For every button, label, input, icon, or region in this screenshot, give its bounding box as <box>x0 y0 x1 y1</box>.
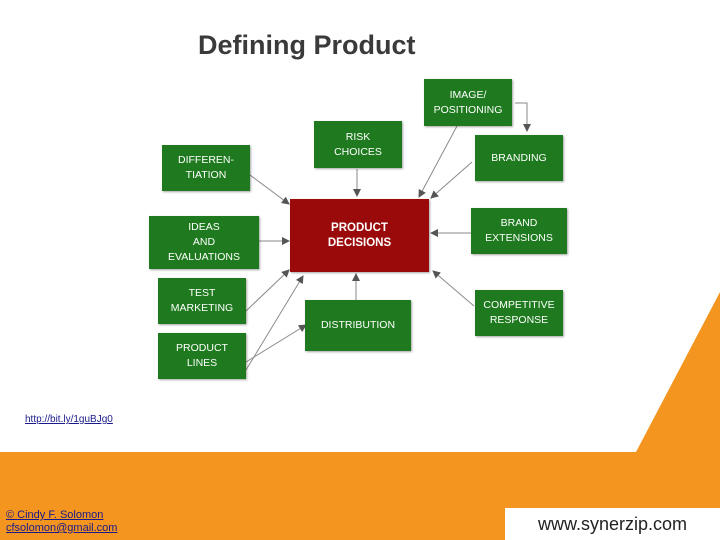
arrow-product-lines-2 <box>245 275 304 371</box>
differentiation-box: DIFFEREN- TIATION <box>162 145 250 191</box>
arrow-differentiation <box>249 174 290 205</box>
arrow-product-lines <box>245 324 307 363</box>
arrow-test-marketing <box>245 269 290 312</box>
risk-choices-box: RISK CHOICES <box>314 121 402 168</box>
arrow-image-to-branding <box>515 102 531 132</box>
arrow-image-positioning <box>418 125 458 198</box>
test-marketing-box: TEST MARKETING <box>158 278 246 324</box>
brand-extensions-box: BRAND EXTENSIONS <box>471 208 567 254</box>
website-label-box: www.synerzip.com <box>505 508 720 540</box>
product-decisions-box: PRODUCT DECISIONS <box>290 199 429 272</box>
branding-box: BRANDING <box>475 135 563 181</box>
arrow-competitive-response <box>432 270 475 307</box>
website-url: www.synerzip.com <box>537 513 688 534</box>
distribution-box: DISTRIBUTION <box>305 300 411 351</box>
ideas-evaluations-box: IDEAS AND EVALUATIONS <box>149 216 259 269</box>
author-email[interactable]: cfsolomon@gmail.com <box>6 522 118 534</box>
author-credit[interactable]: © Cindy F. Solomon cfsolomon@gmail.com <box>6 509 117 535</box>
slide-title: Defining Product <box>198 30 416 60</box>
source-link[interactable]: http://bit.ly/1guBJg0 <box>25 414 113 425</box>
product-lines-box: PRODUCT LINES <box>158 333 246 379</box>
competitive-response-box: COMPETITIVE RESPONSE <box>475 290 563 336</box>
author-name[interactable]: © Cindy F. Solomon <box>6 509 104 521</box>
arrow-branding <box>430 161 473 199</box>
image-positioning-box: IMAGE/ POSITIONING <box>424 79 512 126</box>
